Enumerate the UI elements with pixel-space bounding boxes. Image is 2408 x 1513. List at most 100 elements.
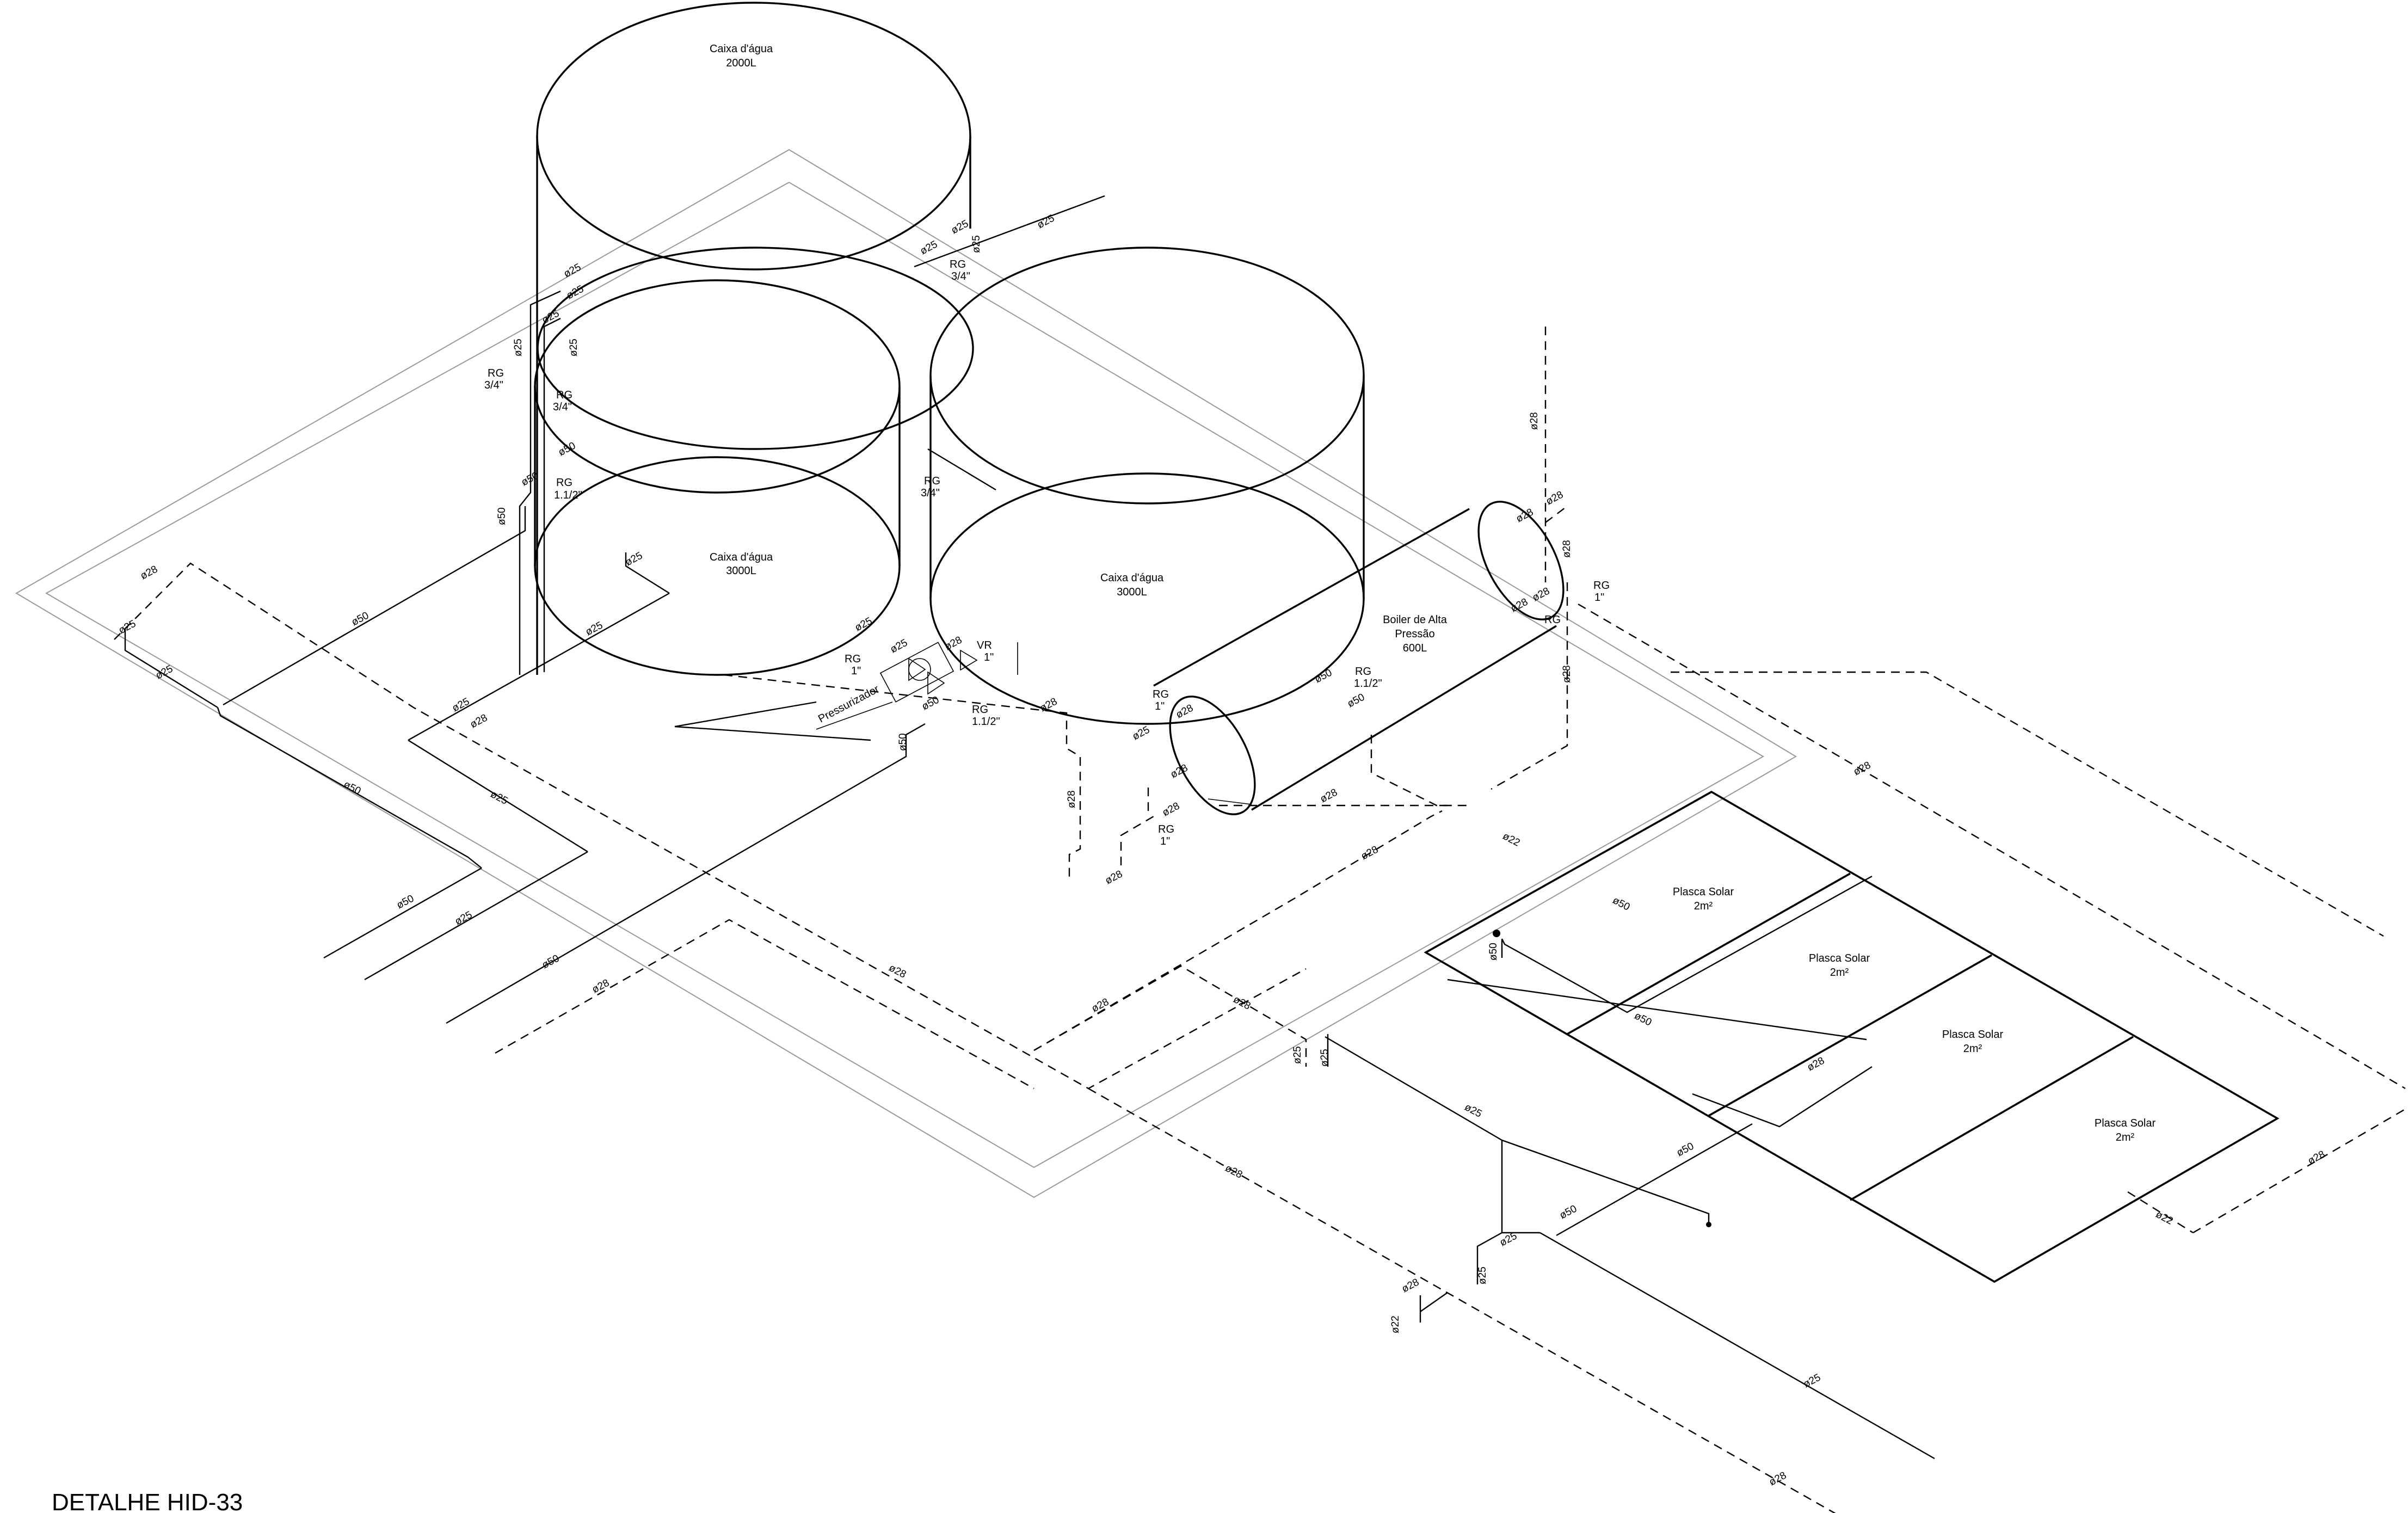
- boiler-capacity: 600L: [1403, 642, 1427, 654]
- pipe-size-label: ø50: [1633, 1010, 1654, 1029]
- valve-rg: RG: [1158, 823, 1174, 835]
- pipe-size-label: ø50: [897, 733, 909, 751]
- pipe-size-label: ø25: [1463, 1102, 1484, 1120]
- pipe-size-label: ø25: [583, 619, 605, 638]
- tank-1-capacity: 2000L: [726, 57, 756, 69]
- pipe-size-label: ø25: [623, 550, 644, 568]
- pipe-size-label: ø25: [1319, 1049, 1331, 1067]
- solar-panel-1-name: Plasca Solar: [1673, 886, 1734, 898]
- pipe-size-label: ø25: [949, 218, 970, 236]
- valve-size: 1": [984, 651, 994, 663]
- pipe-size-label: ø28: [2306, 1148, 2327, 1167]
- pipe-size-label: ø25: [513, 339, 524, 356]
- pipe-size-label: ø50: [1345, 691, 1366, 710]
- tank-2-name: Caixa d'água: [710, 551, 773, 563]
- valve-rg: RG: [1355, 666, 1371, 678]
- pipe-size-label: ø50: [540, 952, 561, 971]
- pipe-size-label: ø28: [1231, 994, 1253, 1012]
- pipe-size-label: ø25: [568, 339, 580, 356]
- pipe-size-label: ø25: [1801, 1371, 1822, 1390]
- valve-size: 1.1/2": [554, 489, 582, 501]
- pipe-size-label: ø28: [1223, 1163, 1245, 1181]
- valve-labels: RG 3/4" RG 3/4" RG 1.1/2" RG 3/4" RG 3/4…: [484, 259, 1610, 847]
- pipe-size-label: ø25: [562, 261, 583, 280]
- valve-size: 1": [1155, 700, 1165, 712]
- pipe-size-label: ø28: [1561, 665, 1573, 683]
- valve-rg: RG: [1153, 688, 1169, 700]
- pipe-size-label: ø25: [450, 696, 471, 714]
- boiler-label-2: Pressão: [1395, 628, 1434, 640]
- tank-3-capacity: 3000L: [1117, 586, 1147, 598]
- pipe-fittings: [816, 642, 1711, 1227]
- pipe-size-label: ø22: [1390, 1315, 1401, 1333]
- pipe-size-label: ø28: [1508, 596, 1530, 614]
- valve-size: 3/4": [921, 487, 940, 499]
- pipe-size-label: ø28: [943, 634, 964, 653]
- valve-size: 3/4": [484, 379, 503, 391]
- valve-size: 1.1/2": [1354, 678, 1382, 690]
- pipe-size-label: ø28: [468, 712, 489, 730]
- pipe-size-label: ø22: [2154, 1209, 2175, 1227]
- pipe-size-label: ø50: [349, 610, 371, 628]
- pipe-size-label: ø50: [1313, 667, 1334, 685]
- pipe-size-label: ø28: [1529, 412, 1540, 430]
- pipe-size-label: ø50: [1557, 1203, 1579, 1221]
- pipe-size-label: ø28: [1805, 1055, 1826, 1073]
- valve-size: 1": [851, 665, 861, 677]
- pipe-size-label: ø28: [1530, 585, 1551, 604]
- pipe-size-label: ø25: [1130, 724, 1151, 742]
- pipe-size-label: ø28: [1066, 790, 1077, 808]
- solar-panel-4-area: 2m²: [2116, 1131, 2135, 1143]
- valve-rg: RG: [556, 389, 572, 401]
- solar-panel-1-area: 2m²: [1694, 900, 1713, 912]
- pipe-size-label: ø50: [1611, 895, 1632, 913]
- pipe-size-label: ø28: [1400, 1276, 1421, 1295]
- pipe-size-label: ø25: [853, 615, 874, 634]
- solar-panel-3-name: Plasca Solar: [1942, 1029, 2004, 1041]
- pipe-size-label: ø22: [1501, 831, 1522, 849]
- valve-size: 1": [1594, 592, 1604, 604]
- solar-panel-3-area: 2m²: [1963, 1043, 1982, 1055]
- pipe-size-label: ø28: [1103, 868, 1124, 887]
- pipe-size-label: ø28: [1318, 786, 1339, 805]
- pipe-size-label: ø28: [1514, 506, 1535, 525]
- water-tank-3000l-left: [534, 247, 974, 676]
- pipe-size-label: ø28: [1561, 540, 1573, 558]
- pipe-size-label: ø28: [887, 962, 908, 981]
- boiler-label-1: Boiler de Alta: [1383, 614, 1448, 626]
- hot-water-pipes: [114, 327, 2408, 1513]
- pipe-size-label: ø50: [496, 507, 508, 525]
- valve-rg: RG: [924, 475, 940, 487]
- pipe-size-label: ø25: [1477, 1266, 1488, 1284]
- pipe-size-label: ø25: [918, 238, 939, 257]
- solar-panel-array: [1424, 790, 2280, 1283]
- pipe-diameter-labels: ø28 ø25 ø25 ø50 ø50 ø50 ø25 ø25 ø25 ø28 …: [116, 212, 2327, 1488]
- pipe-size-label: ø25: [453, 909, 474, 927]
- tank-1-name: Caixa d'água: [710, 43, 773, 55]
- pipe-size-label: ø28: [1359, 844, 1380, 862]
- pipe-size-label: ø25: [888, 637, 909, 655]
- pipe-size-label: ø50: [1488, 943, 1499, 961]
- valve-rg: RG: [845, 653, 861, 665]
- valve-rg: RG: [556, 477, 572, 489]
- valve-rg: RG: [1544, 614, 1561, 626]
- valve-rg: RG: [972, 704, 988, 716]
- pipe-size-label: ø28: [1544, 489, 1565, 507]
- valve-size: 3/4": [951, 270, 970, 282]
- pipe-size-label: ø50: [395, 893, 416, 911]
- pipe-size-label: ø50: [920, 694, 941, 712]
- solar-panel-2-area: 2m²: [1830, 967, 1849, 979]
- pipe-size-label: ø28: [1174, 702, 1195, 721]
- boiler-cylinder: [1153, 501, 1565, 815]
- pipe-size-label: ø28: [1851, 759, 1873, 778]
- valve-vr: VR: [977, 639, 992, 651]
- valve-size: 1.1/2": [972, 716, 1000, 728]
- drawing-title: DETALHE HID-33: [52, 1489, 243, 1513]
- pipe-size-label: ø50: [556, 440, 577, 458]
- pipe-size-label: ø28: [138, 563, 159, 582]
- valve-size: 3/4": [553, 401, 572, 413]
- pipe-size-label: ø50: [1674, 1140, 1696, 1159]
- tank-2-capacity: 3000L: [726, 565, 756, 577]
- valve-rg: RG: [1593, 580, 1610, 592]
